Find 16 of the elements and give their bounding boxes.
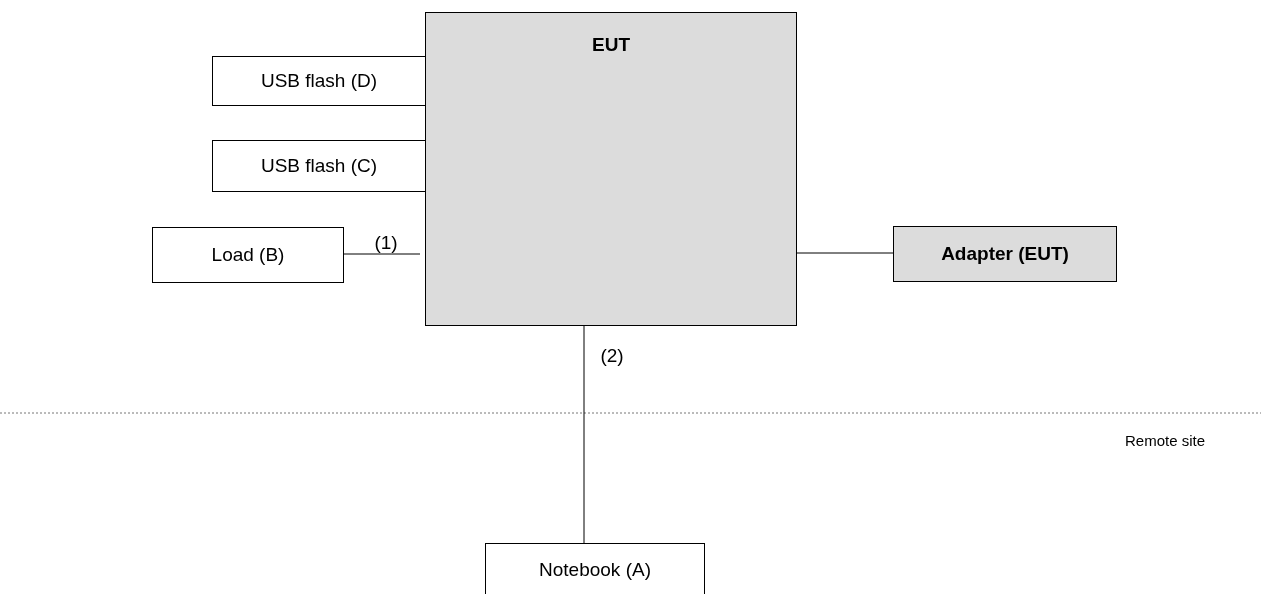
box-label: Adapter (EUT) (941, 241, 1069, 266)
device-box (212, 140, 426, 192)
device-box (893, 226, 1117, 282)
device-box (485, 543, 705, 594)
box-label: Notebook (A) (539, 558, 651, 582)
box-label: EUT (592, 33, 630, 57)
device-box (212, 56, 426, 106)
device-box (152, 227, 344, 283)
box-label: USB flash (D) (260, 68, 378, 93)
box-label: USB flash (C) (260, 153, 378, 178)
connector-line (796, 252, 894, 254)
connector-line (583, 325, 585, 544)
connector-line (343, 253, 421, 255)
zone-label: Remote site (1125, 431, 1206, 451)
box-label: Load (B) (211, 242, 285, 267)
device-box (425, 12, 797, 326)
